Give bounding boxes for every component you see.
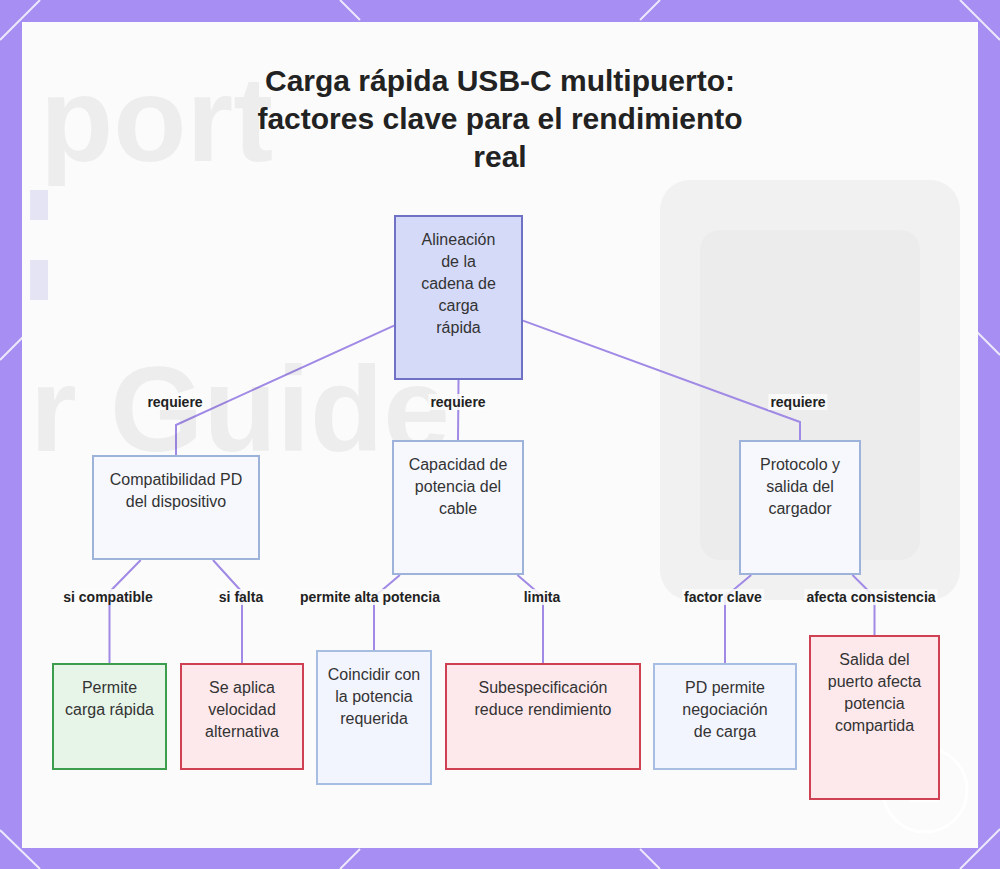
edge-label: limita [522, 589, 563, 605]
edge-label: afecta consistencia [804, 589, 937, 605]
node-text: Coincidir con la potencia requerida [326, 664, 422, 730]
process-box: Alineación de la cadena de carga rápida [394, 215, 523, 380]
connector-line [374, 575, 400, 650]
node-text: PD permite negociación de carga [673, 677, 777, 743]
process-box: Salida del puerto afecta potencia compar… [809, 635, 940, 800]
edge-label: permite alta potencia [298, 589, 442, 605]
edge-label: si falta [217, 589, 265, 605]
edge-label: si compatible [61, 589, 154, 605]
connector-line [458, 380, 460, 440]
process-box: Se aplica velocidad alternativa [180, 663, 304, 770]
process-box: Coincidir con la potencia requerida [316, 650, 432, 785]
process-box: Subespecificación reduce rendimiento [445, 663, 641, 770]
connector-line [523, 321, 800, 440]
node-text: Alineación de la cadena de carga rápida [416, 229, 501, 339]
edge-label: requiere [768, 394, 827, 410]
node-text: Capacidad de potencia del cable [408, 454, 508, 520]
process-box: Protocolo y salida del cargador [739, 440, 861, 575]
node-text: Compatibilidad PD del dispositivo [102, 469, 250, 513]
connector-line [852, 575, 874, 635]
process-box: Compatibilidad PD del dispositivo [92, 455, 260, 560]
process-box: PD permite negociación de carga [653, 663, 797, 770]
process-box: Permite carga rápida [52, 663, 167, 770]
process-box: Capacidad de potencia del cable [392, 440, 524, 575]
edge-label: factor clave [682, 589, 764, 605]
connector-line [213, 560, 242, 663]
connector-line [110, 560, 141, 663]
diagram-title: Carga rápida USB-C multipuerto: factores… [230, 62, 770, 176]
node-text: Salida del puerto afecta potencia compar… [823, 649, 926, 737]
watermark-text: port [40, 50, 273, 188]
node-text: Se aplica velocidad alternativa [190, 677, 294, 743]
node-text: Permite carga rápida [62, 677, 157, 721]
node-text: Subespecificación reduce rendimiento [455, 677, 631, 721]
edge-label: requiere [428, 394, 487, 410]
node-text: Protocolo y salida del cargador [755, 454, 845, 520]
edge-label: requiere [145, 394, 204, 410]
